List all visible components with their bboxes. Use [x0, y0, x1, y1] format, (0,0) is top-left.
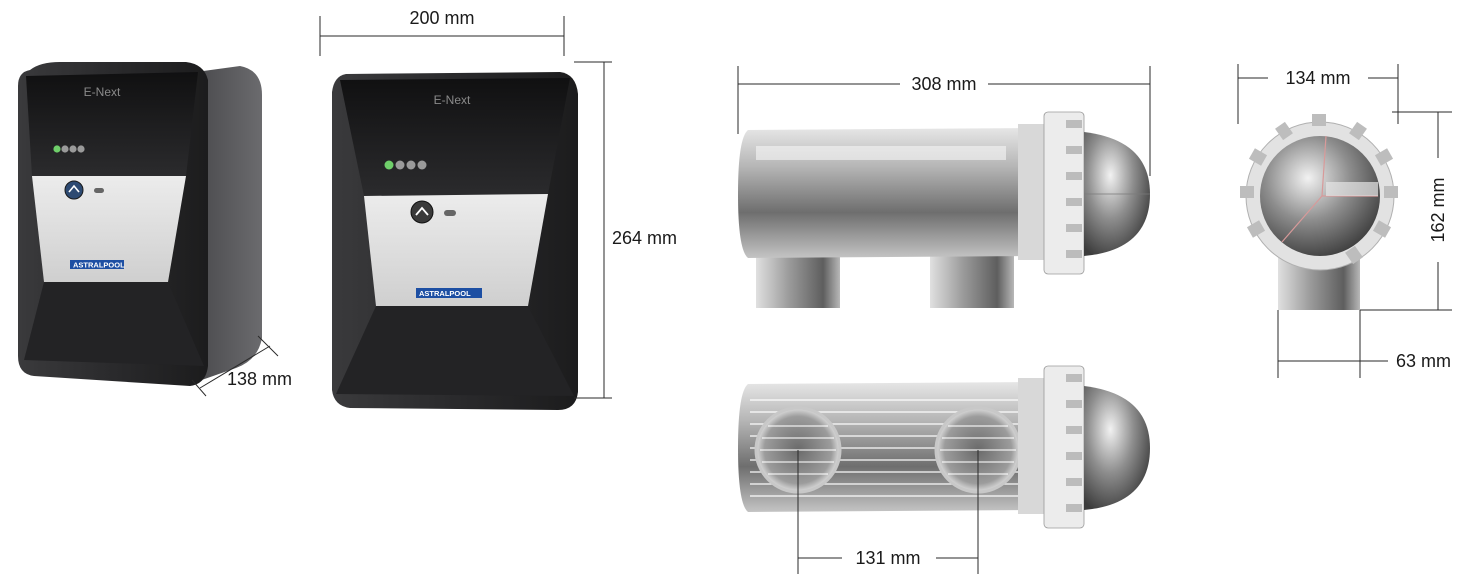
flange-tooth — [1066, 198, 1082, 206]
cell-bottom-dome — [1084, 386, 1150, 510]
outlet-diameter-dimension: 63 mm — [1277, 310, 1451, 378]
status-indicator-slot — [444, 210, 456, 216]
led-indicators — [384, 160, 427, 170]
cell-body — [738, 128, 1030, 258]
cell-bottom-view — [738, 365, 1150, 529]
end-lug — [1345, 245, 1363, 265]
cell-end-view — [1240, 114, 1398, 310]
chevron-up-icon — [415, 206, 429, 216]
end-lug — [1349, 121, 1367, 141]
brand-logo-text: ASTRALPOOL — [419, 289, 471, 298]
status-indicator-slot — [94, 188, 104, 193]
cell-end-lugs — [1240, 114, 1398, 265]
end-lug — [1240, 186, 1254, 198]
cell-side-view — [738, 111, 1150, 308]
chevron-up-button-icon — [410, 200, 434, 224]
unit-front-bottom-shroud — [336, 306, 574, 396]
cell-end-width-dimension-label: 134 mm — [1285, 68, 1350, 88]
cell-length-dimension-label: 308 mm — [911, 74, 976, 94]
cell-end-height-dimension: 162 mm — [1360, 111, 1452, 311]
flange-teeth — [1066, 120, 1082, 258]
unit-top-window — [26, 72, 198, 176]
flange-tooth — [1066, 478, 1082, 486]
end-lug — [1248, 148, 1268, 166]
brand-logo-text: ASTRALPOOL — [73, 261, 125, 270]
width-dimension-label: 200 mm — [409, 8, 474, 28]
end-lug — [1384, 186, 1398, 198]
chevron-up-button-icon — [64, 180, 84, 200]
brand-bar — [416, 288, 482, 298]
led-indicator — [77, 145, 85, 153]
width-dimension: 200 mm — [319, 8, 565, 56]
unit-front-view: E-Next ASTRALPOOL — [332, 72, 578, 410]
led-indicator — [395, 160, 405, 170]
flange-tooth — [1066, 504, 1082, 512]
flange-tooth — [1066, 120, 1082, 128]
end-lug — [1246, 220, 1266, 238]
port-spacing-dimension: 131 mm — [797, 450, 979, 574]
flange-tooth — [1066, 250, 1082, 258]
cell-flange — [1043, 111, 1085, 275]
height-dimension-label: 264 mm — [612, 228, 677, 248]
end-lug — [1275, 121, 1293, 141]
chevron-up-icon — [68, 184, 80, 193]
cell-collar — [1018, 124, 1048, 260]
end-lug — [1372, 220, 1392, 238]
unit-bottom-shroud — [24, 282, 204, 366]
unit-control-panel — [32, 176, 186, 282]
flange-teeth — [1066, 374, 1082, 512]
electrode-divider — [1321, 135, 1327, 197]
flange-tooth — [1066, 374, 1082, 382]
depth-dimension: 138 mm — [191, 335, 292, 397]
unit-front-control-panel — [364, 194, 548, 306]
electrode-highlight — [1326, 182, 1378, 196]
depth-dimension-label: 138 mm — [227, 369, 292, 389]
cell-end-width-dimension: 134 mm — [1237, 64, 1399, 124]
end-lug — [1312, 114, 1326, 126]
flange-tooth — [1066, 146, 1082, 154]
end-lug — [1374, 148, 1394, 166]
outlet-diameter-dimension-label: 63 mm — [1396, 351, 1451, 371]
brand-bar — [70, 260, 124, 269]
led-indicator — [406, 160, 416, 170]
led-indicator — [417, 160, 427, 170]
unit-side-face — [196, 66, 262, 382]
flange-tooth — [1066, 224, 1082, 232]
cell-body-highlight — [756, 146, 1006, 160]
led-indicator-on — [384, 160, 394, 170]
cell-end-dome — [1260, 136, 1380, 256]
led-indicators — [53, 145, 85, 153]
flange-tooth — [1066, 426, 1082, 434]
led-indicator — [61, 145, 69, 153]
unit-perspective-view: E-Next ASTRALPOOL — [18, 62, 262, 386]
cell-length-dimension: 308 mm — [737, 66, 1151, 176]
led-indicator-on — [53, 145, 61, 153]
cell-bottom-flange — [1043, 365, 1085, 529]
cell-bottom-collar — [1018, 378, 1048, 514]
electrode-divider — [1281, 195, 1323, 243]
port-spacing-dimension-label: 131 mm — [855, 548, 920, 568]
flange-tooth — [1066, 172, 1082, 180]
flange-tooth — [1066, 400, 1082, 408]
model-label: E-Next — [84, 85, 121, 99]
led-indicator — [69, 145, 77, 153]
height-dimension: 264 mm — [574, 61, 677, 399]
model-label: E-Next — [434, 93, 471, 107]
flange-tooth — [1066, 452, 1082, 460]
cell-end-height-dimension-label: 162 mm — [1428, 177, 1448, 242]
